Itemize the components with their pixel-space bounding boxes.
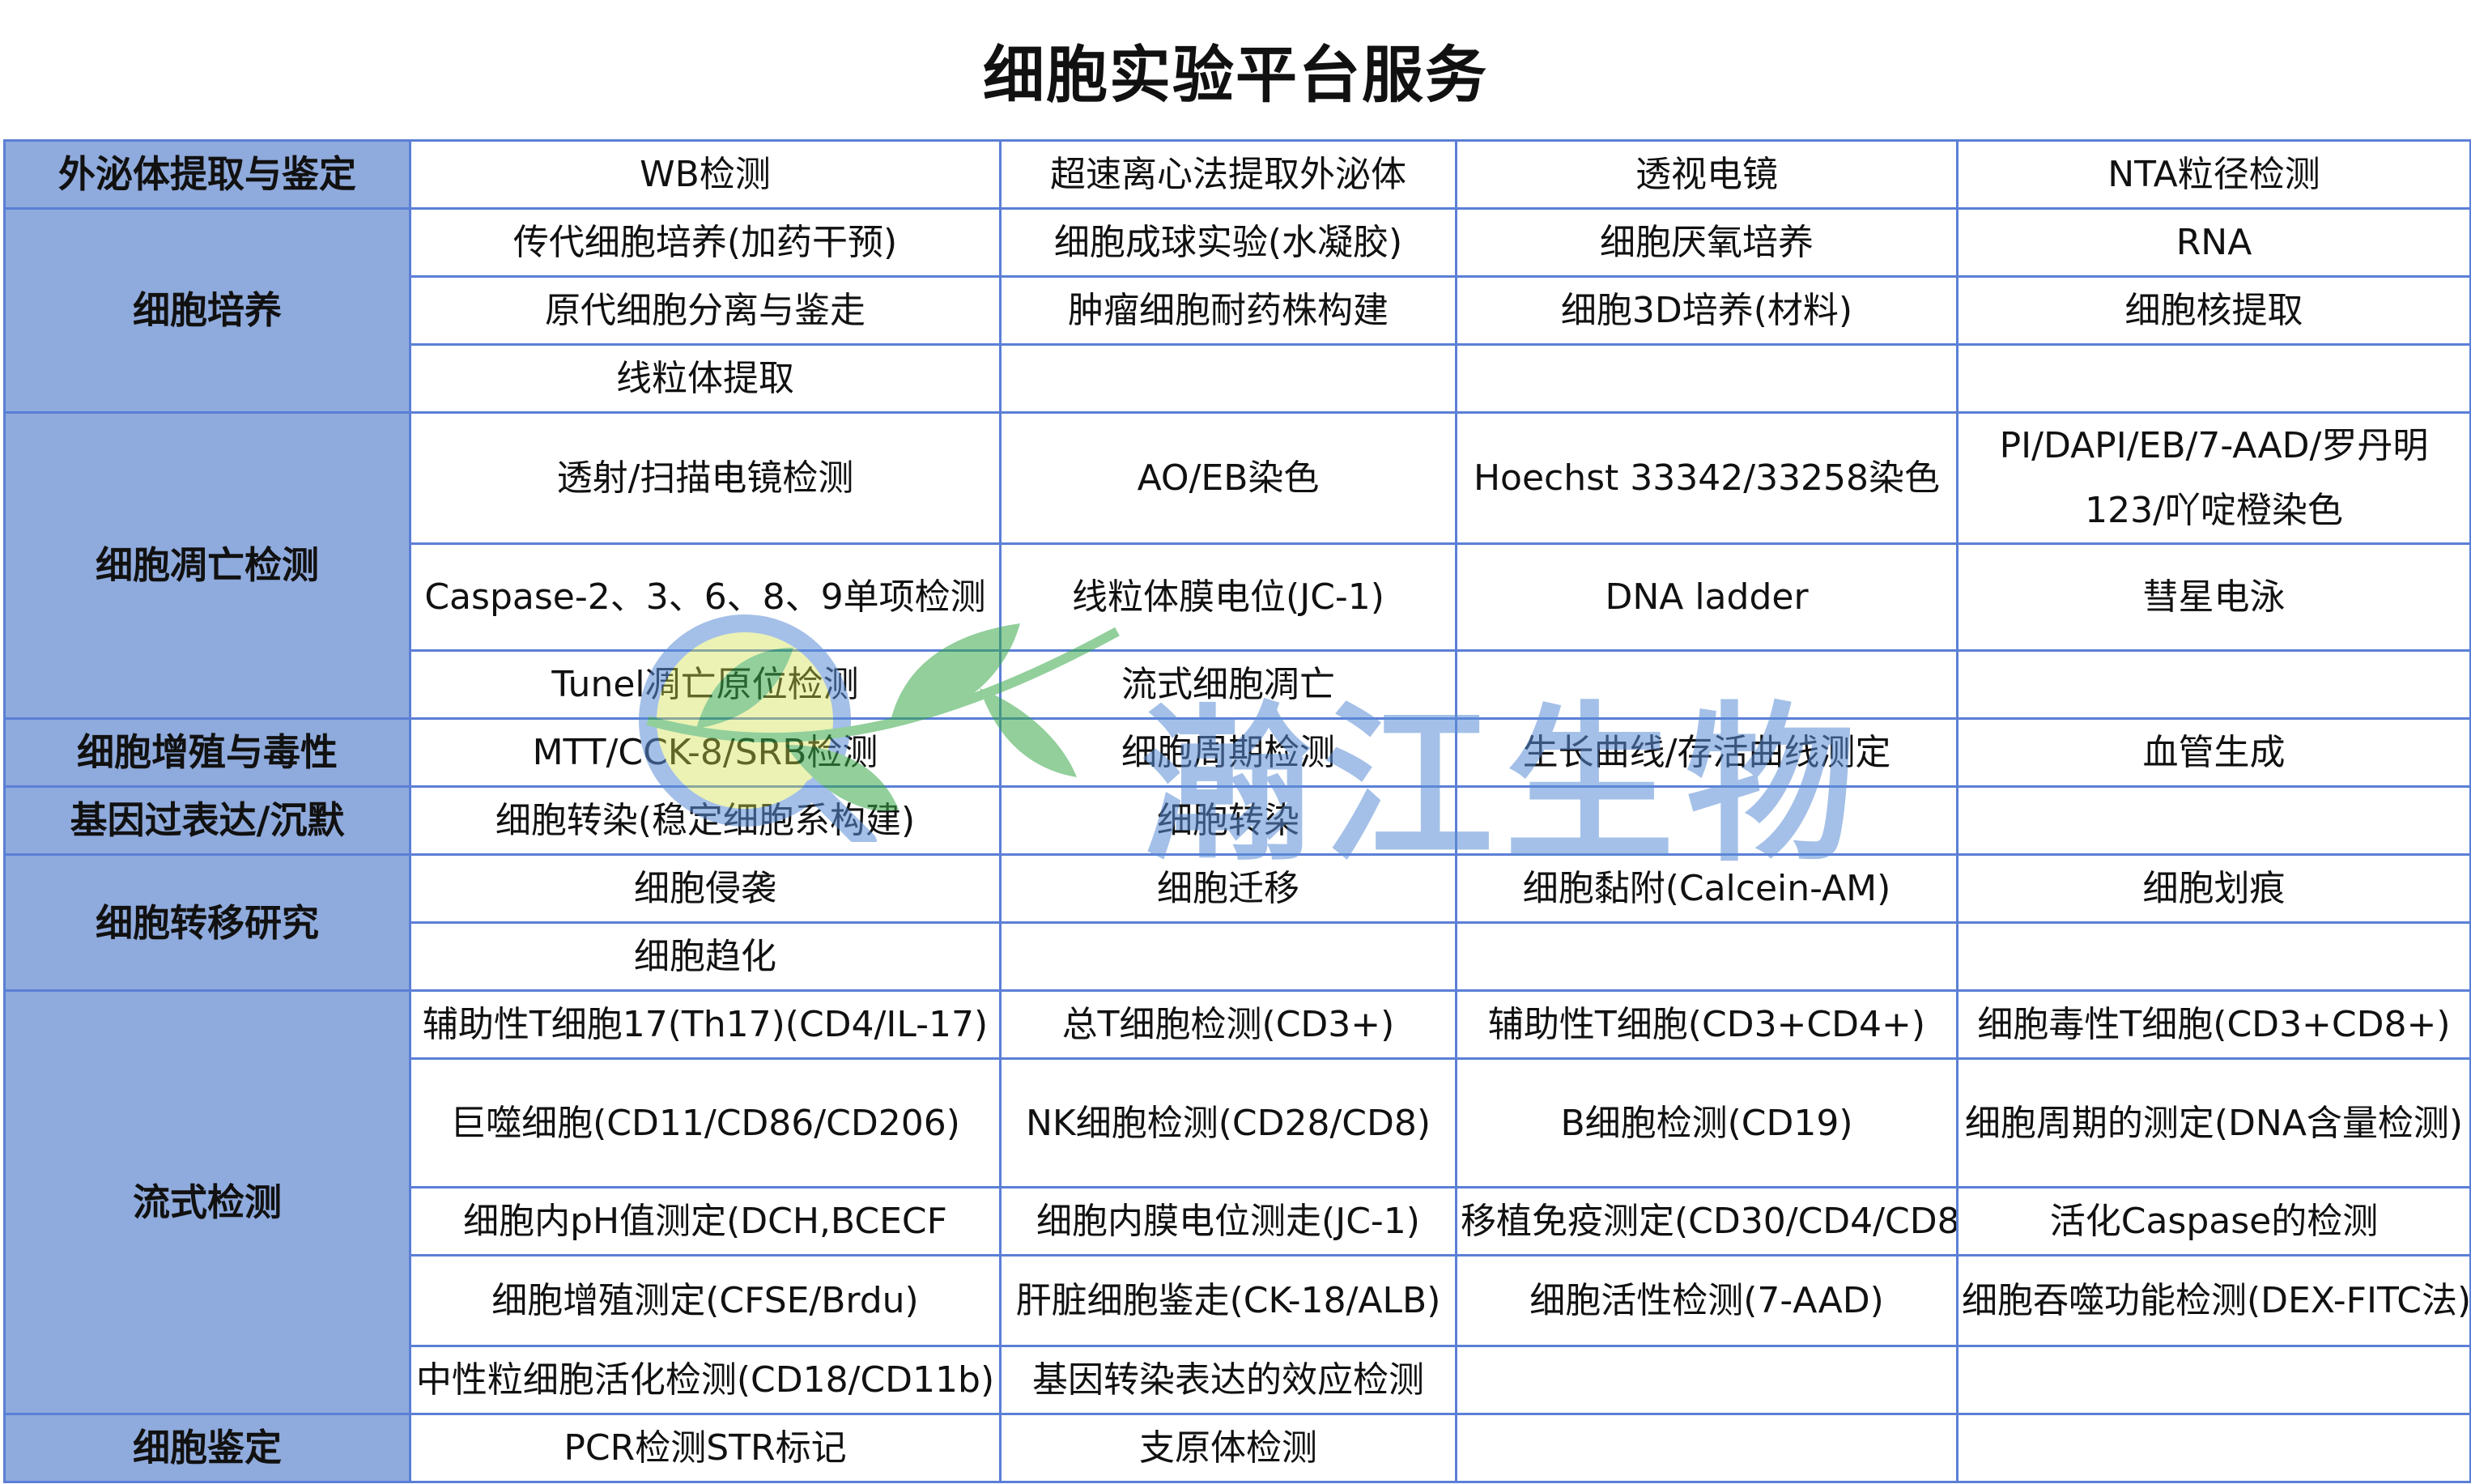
table-row: 巨噬细胞(CD11/CD86/CD206) NK细胞检测(CD28/CD8) B… [5,1057,2471,1188]
table-row: 细胞趋化 [5,921,2471,993]
table-cell: 流式细胞凋亡 [999,648,1457,721]
table-cell: 细胞转染 [999,785,1457,857]
table-cell: PI/DAPI/EB/7-AAD/罗丹明 123/吖啶橙染色 [1956,411,2471,545]
table-cell [1956,648,2471,721]
table-cell: 线粒体膜电位(JC-1) [999,542,1457,652]
table-cell: 细胞3D培养(材料) [1455,275,1959,347]
table-cell: 细胞周期的测定(DNA含量检测) [1956,1057,2471,1188]
table-cell: 细胞内膜电位测走(JC-1) [999,1185,1457,1257]
table-cell: NK细胞检测(CD28/CD8) [999,1057,1457,1188]
table-cell [999,921,1457,993]
table-cell: 透射/扫描电镜检测 [409,411,1002,545]
table-cell: 细胞成球实验(水凝胶) [999,207,1457,279]
table-cell [1455,648,1959,721]
table-cell: 细胞毒性T细胞(CD3+CD8+) [1956,989,2471,1061]
table-cell: RNA [1956,207,2471,279]
category-cell: 细胞转移研究 [3,853,411,993]
table-cell [1455,921,1959,993]
table-row: 细胞转移研究 细胞侵袭 细胞迁移 细胞黏附(Calcein-AM) 细胞划痕 [3,853,2471,993]
table-cell: MTT/CCK-8/SRB检测 [409,717,1002,789]
category-cell: 细胞鉴定 [3,1412,411,1484]
table-cell: 细胞内pH值测定(DCH,BCECF [409,1185,1002,1257]
table-cell: 细胞黏附(Calcein-AM) [1455,853,1959,925]
table-row: 细胞培养 传代细胞培养(加药干预) 细胞成球实验(水凝胶) 细胞厌氧培养 RNA [3,207,2471,415]
table-cell [1455,1344,1959,1415]
table-cell: 肝脏细胞鉴走(CK-18/ALB) [999,1253,1457,1347]
category-cell: 外泌体提取与鉴定 [3,138,411,210]
table-cell: AO/EB染色 [999,411,1457,545]
table-cell: 细胞厌氧培养 [1455,207,1959,279]
table-cell: 生长曲线/存活曲线测定 [1455,717,1959,789]
table-cell: 中性粒细胞活化检测(CD18/CD11b) [409,1344,1002,1415]
cell-line: 123/吖啶橙染色 [2085,489,2343,531]
table-cell: Hoechst 33342/33258染色 [1455,411,1959,545]
table-cell: 细胞趋化 [409,921,1002,993]
table-cell [1956,343,2471,415]
table-cell: 彗星电泳 [1956,542,2471,652]
table-cell: 传代细胞培养(加药干预) [409,207,1002,279]
table-row: 细胞增殖与毒性 MTT/CCK-8/SRB检测 细胞周期检测 生长曲线/存活曲线… [3,717,2471,789]
table-cell: Tunel凋亡原位检测 [409,648,1002,721]
table-cell [1956,1412,2471,1484]
cell-line: PI/DAPI/EB/7-AAD/罗丹明 [1999,425,2429,467]
category-cell: 基因过表达/沉默 [3,785,411,857]
category-cell: 细胞增殖与毒性 [3,717,411,789]
table-cell: 细胞周期检测 [999,717,1457,789]
table-row: 中性粒细胞活化检测(CD18/CD11b) 基因转染表达的效应检测 [5,1344,2471,1415]
table-cell: 肿瘤细胞耐药株构建 [999,275,1457,347]
table-cell: 移植免疫测定(CD30/CD4/CD8 [1455,1185,1959,1257]
table-cell [999,343,1457,415]
table-cell [1956,785,2471,857]
page-title: 细胞实验平台服务 [983,39,1488,111]
table-cell: PCR检测STR标记 [409,1412,1002,1484]
table-cell [1455,785,1959,857]
table-cell: 支原体检测 [999,1412,1457,1484]
table-cell: 原代细胞分离与鉴走 [409,275,1002,347]
table-cell: 细胞划痕 [1956,853,2471,925]
table-cell: 细胞吞噬功能检测(DEX-FITC法) [1956,1253,2471,1347]
table-cell: 线粒体提取 [409,343,1002,415]
table-cell: 巨噬细胞(CD11/CD86/CD206) [409,1057,1002,1188]
table-cell: 辅助性T细胞(CD3+CD4+) [1455,989,1959,1061]
table-cell: NTA粒径检测 [1956,138,2471,210]
table-cell: 活化Caspase的检测 [1956,1185,2471,1257]
table-cell: Caspase-2、3、6、8、9单项检测 [409,542,1002,652]
table-cell: WB检测 [409,138,1002,210]
table-cell [1956,921,2471,993]
table-cell: 辅助性T细胞17(Th17)(CD4/IL-17) [409,989,1002,1061]
category-cell: 流式检测 [3,989,411,1415]
category-cell: 细胞培养 [3,207,411,415]
category-cell: 细胞凋亡检测 [3,411,411,721]
table-cell [1455,1412,1959,1484]
table-cell: 透视电镜 [1455,138,1959,210]
table-cell: 细胞侵袭 [409,853,1002,925]
table-row: 细胞鉴定 PCR检测STR标记 支原体检测 [3,1412,2471,1484]
table-row: 基因过表达/沉默 细胞转染(稳定细胞系构建) 细胞转染 [3,785,2471,857]
table-cell: DNA ladder [1455,542,1959,652]
table-cell: 细胞迁移 [999,853,1457,925]
table-row: 流式检测 辅助性T细胞17(Th17)(CD4/IL-17) 总T细胞检测(CD… [3,989,2471,1415]
table-cell: 细胞核提取 [1956,275,2471,347]
table-row: 细胞内pH值测定(DCH,BCECF 细胞内膜电位测走(JC-1) 移植免疫测定… [5,1185,2471,1257]
table-cell: 基因转染表达的效应检测 [999,1344,1457,1415]
table-cell [1956,1344,2471,1415]
table-row: 细胞增殖测定(CFSE/Brdu) 肝脏细胞鉴走(CK-18/ALB) 细胞活性… [5,1253,2471,1347]
table-cell: 细胞增殖测定(CFSE/Brdu) [409,1253,1002,1347]
table-row: 线粒体提取 [5,343,2471,415]
service-table: 外泌体提取与鉴定 WB检测 超速离心法提取外泌体 透视电镜 NTA粒径检测 细胞… [3,138,2471,1484]
table-cell: 细胞转染(稳定细胞系构建) [409,785,1002,857]
table-cell: B细胞检测(CD19) [1455,1057,1959,1188]
table-cell [1455,343,1959,415]
table-cell: 细胞活性检测(7-AAD) [1455,1253,1959,1347]
table-row: 原代细胞分离与鉴走 肿瘤细胞耐药株构建 细胞3D培养(材料) 细胞核提取 [5,275,2471,347]
table-cell: 超速离心法提取外泌体 [999,138,1457,210]
table-cell: 血管生成 [1956,717,2471,789]
table-row: 外泌体提取与鉴定 WB检测 超速离心法提取外泌体 透视电镜 NTA粒径检测 [3,138,2471,210]
table-cell: 总T细胞检测(CD3+) [999,989,1457,1061]
table-row: 细胞凋亡检测 透射/扫描电镜检测 AO/EB染色 Hoechst 33342/3… [3,411,2471,721]
